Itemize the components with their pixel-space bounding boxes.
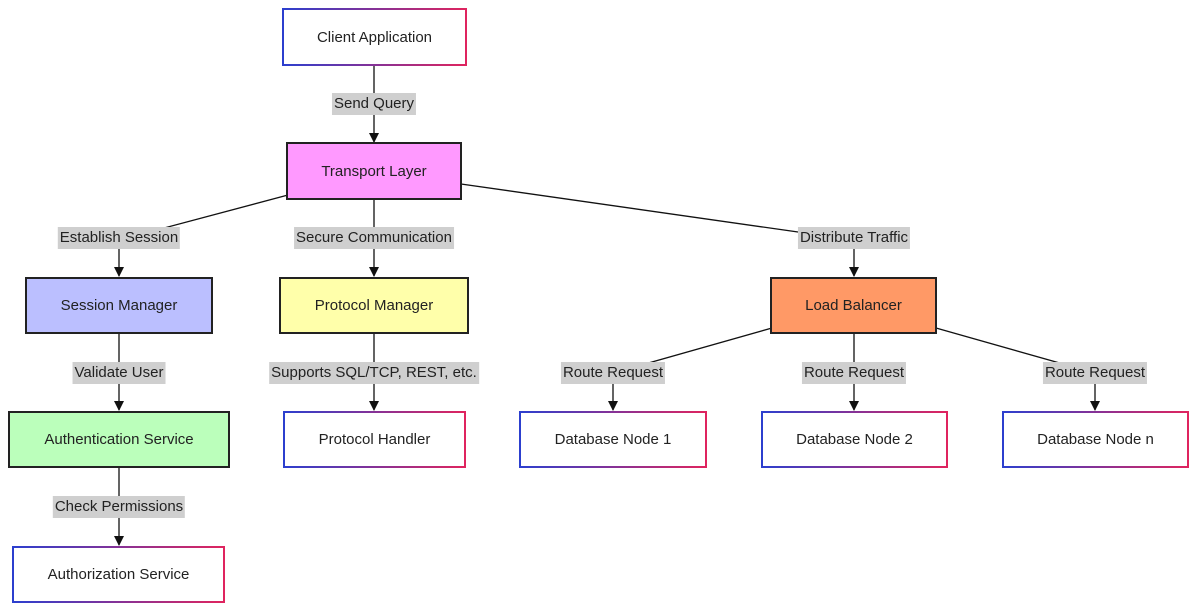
edge-label-distribute-traffic: Distribute Traffic xyxy=(797,227,911,249)
database-node-1: Database Node 1 xyxy=(519,411,707,468)
edge-label-validate-user: Validate User xyxy=(72,362,166,384)
authentication-service-node: Authentication Service xyxy=(8,411,230,468)
database-node-2: Database Node 2 xyxy=(761,411,948,468)
edge-label-route-request-2: Route Request xyxy=(801,362,907,384)
edge-label-route-request-1: Route Request xyxy=(560,362,666,384)
edge-distribute-traffic xyxy=(460,183,859,277)
edge-label-route-request-3: Route Request xyxy=(1042,362,1148,384)
client-application-node: Client Application xyxy=(282,8,467,66)
edge-label-establish-session: Establish Session xyxy=(57,227,181,249)
edge-label-secure-communication: Secure Communication xyxy=(294,227,454,249)
session-manager-node: Session Manager xyxy=(25,277,213,334)
protocol-manager-node: Protocol Manager xyxy=(279,277,469,334)
edge-label-check-permissions: Check Permissions xyxy=(52,496,186,518)
load-balancer-node: Load Balancer xyxy=(770,277,937,334)
edge-label-supports-protocols: Supports SQL/TCP, REST, etc. xyxy=(269,362,479,384)
database-node-n: Database Node n xyxy=(1002,411,1189,468)
authorization-service-node: Authorization Service xyxy=(12,546,225,603)
transport-layer-node: Transport Layer xyxy=(286,142,462,200)
protocol-handler-node: Protocol Handler xyxy=(283,411,466,468)
edge-label-send-query: Send Query xyxy=(331,93,417,115)
